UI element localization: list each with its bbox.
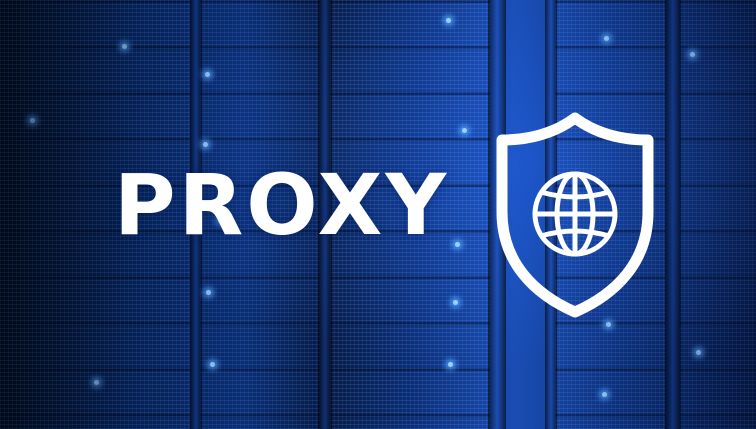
shield-globe-icon — [496, 112, 654, 318]
globe-icon — [532, 171, 618, 257]
proxy-title: PROXY — [114, 156, 450, 254]
